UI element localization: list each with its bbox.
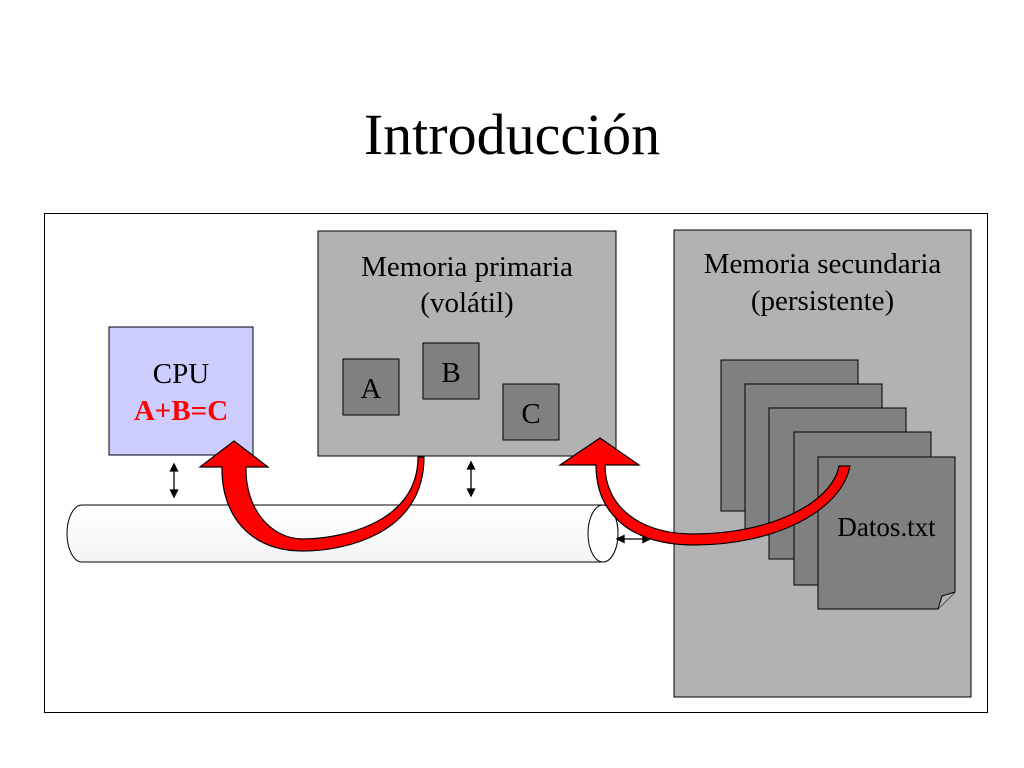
memory-to-cpu-arrow [198,440,425,552]
secondary-memory-subtitle: (persistente) [750,285,895,317]
memory-block-c-label: C [521,398,541,430]
memory-block-a [342,358,400,416]
memory-block-b [422,342,480,400]
page-curl [937,591,956,610]
secondary-memory-title: Memoria secundaria [703,248,942,280]
cpu-label: CPU [152,358,210,390]
cpu-bus-connector-arrow [169,462,179,499]
primary-memory-subtitle: (volátil) [420,287,514,319]
memory-block-c [502,383,560,441]
storage-to-memory-arrow [558,437,851,546]
memory-block-b-label: B [441,357,461,389]
memory-bus-connector-arrow [466,460,476,498]
file-name-label: Datos.txt [837,512,936,542]
slide-title: Introducción [363,102,661,167]
memory-block-a-label: A [360,373,382,405]
cpu-operation: A+B=C [133,395,229,427]
cpu-box [108,326,254,456]
primary-memory-title: Memoria primaria [361,251,573,283]
system-bus [66,504,619,563]
